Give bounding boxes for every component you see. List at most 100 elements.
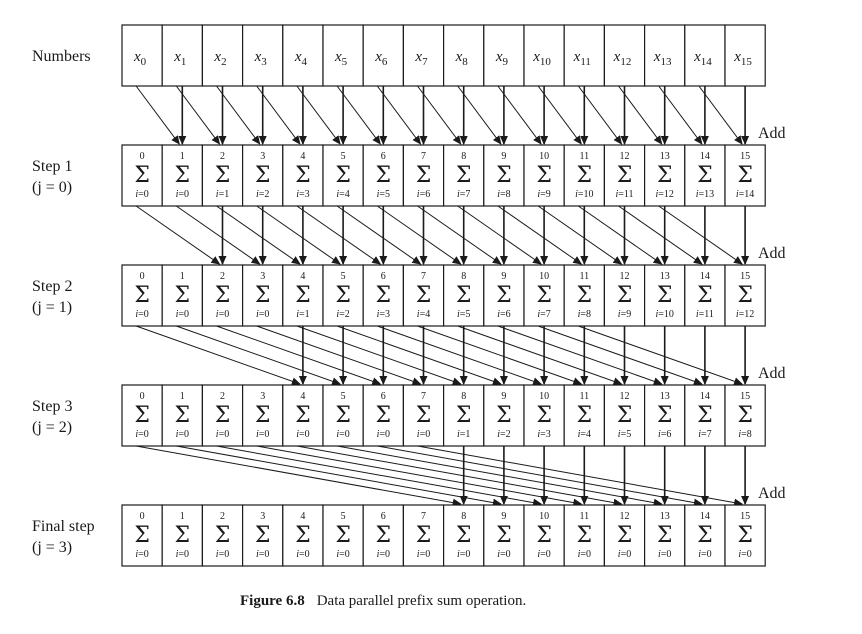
- sum-cell: [121, 384, 163, 447]
- diagonal-arrow: [658, 205, 743, 265]
- sum-lower-var: i: [738, 549, 741, 560]
- sigma-symbol: Σ: [697, 163, 713, 188]
- sum-lower-value: =6: [420, 189, 431, 200]
- diagonal-arrow: [417, 445, 744, 507]
- sum-lower-limit: i=2: [256, 189, 269, 200]
- sum-upper-limit: 11: [579, 391, 589, 402]
- sum-lower-value: =0: [379, 429, 390, 440]
- sum-lower-var: i: [696, 189, 699, 200]
- sigma-symbol: Σ: [737, 283, 753, 308]
- sum-lower-var: i: [655, 189, 658, 200]
- sum-lower-limit: i=6: [497, 309, 510, 320]
- sigma-symbol: Σ: [536, 403, 552, 428]
- sum-lower-value: =0: [540, 549, 551, 560]
- sigma-symbol: Σ: [416, 163, 432, 188]
- sum-lower-value: =6: [500, 309, 511, 320]
- sum-lower-value: =0: [178, 189, 189, 200]
- sum-upper-limit: 15: [740, 151, 750, 162]
- number-subscript: 4: [301, 56, 307, 68]
- diagonal-arrow: [457, 325, 623, 386]
- sum-lower-value: =0: [138, 549, 149, 560]
- sum-cell: [563, 504, 606, 567]
- sum-lower-value: =2: [500, 429, 511, 440]
- sum-lower-limit: i=0: [698, 549, 711, 560]
- sum-lower-value: =0: [379, 549, 390, 560]
- sigma-symbol: Σ: [376, 163, 392, 188]
- sum-upper-limit: 9: [501, 151, 506, 162]
- sum-lower-value: =2: [339, 309, 350, 320]
- sum-upper-limit: 12: [620, 271, 630, 282]
- sigma-symbol: Σ: [134, 403, 150, 428]
- add-label: Add: [758, 485, 786, 502]
- number-subscript: 14: [701, 56, 713, 68]
- sigma-symbol: Σ: [175, 283, 191, 308]
- sum-lower-limit: i=9: [537, 189, 550, 200]
- diagonal-arrow: [175, 85, 221, 145]
- step-title: Step 3: [32, 398, 72, 415]
- sum-upper-limit: 14: [700, 151, 710, 162]
- sum-upper-limit: 15: [740, 271, 750, 282]
- sum-lower-var: i: [336, 309, 339, 320]
- sigma-symbol: Σ: [737, 163, 753, 188]
- sum-lower-var: i: [618, 549, 621, 560]
- number-cell: [402, 24, 445, 87]
- sum-lower-limit: i=3: [377, 309, 390, 320]
- sum-lower-var: i: [698, 549, 701, 560]
- sum-cell: [603, 144, 646, 207]
- sum-lower-value: =0: [339, 429, 350, 440]
- sigma-symbol: Σ: [737, 523, 753, 548]
- sum-lower-var: i: [618, 429, 621, 440]
- sum-upper-limit: 7: [421, 151, 426, 162]
- sum-cell: [161, 504, 203, 567]
- sum-lower-limit: i=0: [135, 309, 148, 320]
- sum-cell: [402, 384, 445, 447]
- diagonal-arrow: [135, 205, 221, 265]
- diagonal-arrow: [658, 85, 703, 145]
- sum-upper-limit: 7: [421, 391, 426, 402]
- sum-lower-limit: i=5: [377, 189, 390, 200]
- sum-lower-value: =1: [460, 429, 471, 440]
- sum-cell: [443, 384, 485, 447]
- diagonal-arrow: [176, 445, 502, 507]
- sum-lower-var: i: [736, 309, 739, 320]
- arrow-group-1: [135, 85, 750, 145]
- diagonal-arrow: [216, 325, 382, 386]
- diagonal-arrow: [577, 85, 623, 145]
- sum-lower-limit: i=0: [135, 549, 148, 560]
- sum-cell: [201, 264, 244, 327]
- sum-lower-limit: i=10: [575, 189, 593, 200]
- sum-cell: [322, 144, 364, 207]
- sum-lower-value: =0: [621, 549, 632, 560]
- sum-cell: [282, 384, 324, 447]
- diagonal-arrow: [336, 325, 502, 386]
- sum-lower-var: i: [738, 429, 741, 440]
- number-cell: [201, 24, 244, 87]
- sum-lower-var: i: [176, 189, 179, 200]
- sum-lower-var: i: [336, 429, 339, 440]
- sum-cell: [161, 384, 203, 447]
- sum-lower-var: i: [736, 189, 739, 200]
- diagonal-arrow: [296, 325, 462, 386]
- sum-upper-limit: 3: [260, 271, 265, 282]
- diagonal-arrow: [457, 85, 502, 145]
- sum-lower-var: i: [497, 549, 500, 560]
- sigma-symbol: Σ: [335, 523, 351, 548]
- sigma-symbol: Σ: [335, 403, 351, 428]
- number-subscript: 11: [580, 56, 591, 68]
- sum-lower-limit: i=7: [457, 189, 470, 200]
- sum-lower-value: =4: [339, 189, 350, 200]
- sigma-symbol: Σ: [376, 283, 392, 308]
- sum-lower-limit: i=6: [658, 429, 671, 440]
- sum-lower-value: =0: [701, 549, 712, 560]
- sum-lower-limit: i=0: [256, 429, 269, 440]
- sum-cell: [402, 144, 445, 207]
- sum-lower-limit: i=0: [336, 429, 349, 440]
- sigma-symbol: Σ: [577, 403, 593, 428]
- diagonal-arrow: [135, 325, 301, 386]
- sum-lower-value: =11: [618, 189, 633, 200]
- number-cell: [121, 24, 163, 87]
- sum-cell: [322, 504, 364, 567]
- sum-lower-limit: i=0: [497, 549, 510, 560]
- sigma-symbol: Σ: [255, 163, 271, 188]
- sum-lower-var: i: [216, 189, 219, 200]
